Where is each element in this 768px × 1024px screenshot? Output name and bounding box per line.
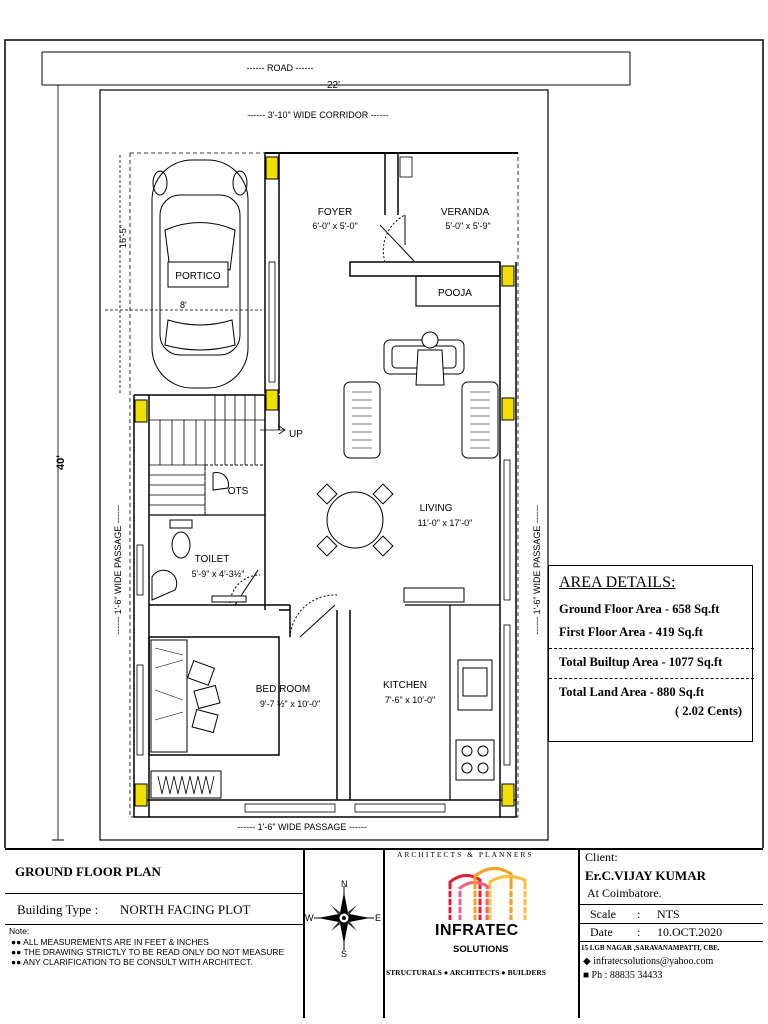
room-label-veranda: VERANDA [441,207,490,218]
right-passage-label: ------ 1'-6" WIDE PASSAGE ------ [532,505,542,635]
client-location: At Coimbatore. [587,886,662,900]
window [501,397,515,421]
room-dim-bedroom: 9'-7 ½" x 10'-0" [260,699,320,709]
room-label-portico: PORTICO [175,271,221,282]
note-item: ●● ALL MEASUREMENTS ARE IN FEET & INCHES [11,937,209,947]
compass-w: W [305,913,314,923]
client-name: Er.C.VIJAY KUMAR [585,868,706,883]
room-label-foyer: FOYER [318,207,352,218]
firm-tagline: ARCHITECTS & PLANNERS [397,850,534,859]
building-type-value: NORTH FACING PLOT [120,902,251,917]
bed [150,639,221,753]
scale-label: Scale [590,907,616,921]
email-line: ◆ infratecsolutions@yahoo.com [583,956,713,967]
divider [549,648,754,649]
firm-logo-icon [445,867,535,920]
compass-s: S [341,949,347,958]
portico-dim-v: 16'-5" [118,225,128,248]
stair-up-label: UP [289,429,303,440]
staircase [149,395,286,515]
corridor-label: ------ 3'-10" WIDE CORRIDOR ------ [247,110,388,120]
window [265,156,279,180]
room-dim-kitchen: 7'-6" x 10'-0" [385,695,435,705]
firm-sub: SOLUTIONS [453,944,509,955]
dining-table [316,483,394,557]
left-passage-label: ------ 1'-6" WIDE PASSAGE ------ [113,505,123,635]
bottom-passage-label: ------ 1'-6" WIDE PASSAGE ------ [237,822,367,832]
window [265,389,279,411]
doors [229,214,416,638]
note-item: ●● THE DRAWING STRICTLY TO BE READ ONLY … [11,947,285,957]
windows [134,156,515,807]
compass-rose-icon: N S E W [305,879,381,958]
width-dimension: 22' [327,80,340,91]
room-dim-living: 11'-0" x 17'-0" [418,518,473,528]
room-label-living: LIVING [420,503,453,514]
client-label: Client: [585,850,618,864]
phone: Ph : 88835 34433 [591,970,663,981]
area-details-title: AREA DETAILS: [559,574,676,591]
depth-dimension: 40' [55,455,67,470]
address: 15 LGB NAGAR ,SARAVANAMPATTI, CBE. [581,944,720,952]
firm-services: STRUCTURALS ● ARCHITECTS ● BUILDERS [386,968,546,977]
ground-floor-area: Ground Floor Area - 658 Sq.ft [559,602,720,616]
email: infratecsolutions@yahoo.com [593,956,714,967]
window [501,265,515,287]
portico-dim-h: 8' [180,300,187,310]
compass-e: E [375,913,381,923]
scale-value: NTS [657,907,680,921]
date-label: Date [590,925,613,939]
diamond-icon: ◆ [583,956,594,967]
date-sep: : [637,925,641,939]
plot-boundary [99,89,549,841]
firm-name: INFRATEC [435,922,519,939]
total-builtup-area: Total Builtup Area - 1077 Sq.ft [559,655,723,669]
wardrobe [150,770,222,799]
kitchen-fixtures [403,587,495,781]
window [134,783,148,807]
land-area-cents: ( 2.02 Cents) [674,704,742,718]
square-icon: ■ [583,970,592,981]
room-dim-toilet: 5'-9" x 4'-3½" [192,569,245,579]
plan-title: GROUND FLOOR PLAN [15,864,161,879]
area-details-box: AREA DETAILS: Ground Floor Area - 658 Sq… [548,565,754,742]
note-heading: Note: [9,926,30,936]
road: ------ ROAD ------ [41,51,631,86]
road-label: ------ ROAD ------ [247,63,314,73]
room-label-kitchen: KITCHEN [383,680,427,691]
room-label-toilet: TOILET [195,554,230,565]
note-item: ●● ANY CLARIFICATION TO BE CONSULT WITH … [11,957,253,967]
window [134,399,148,423]
compass-n: N [341,879,348,889]
floor-plan-drawing: ------ ROAD ------ 22' 40' ------ 3'-10"… [4,39,764,848]
sheet-border [4,39,764,848]
building-type-label: Building Type : [17,902,99,917]
room-label-bedroom: BED ROOM [256,684,310,695]
date-value: 10.OCT.2020 [657,925,723,939]
phone-line: ■ Ph : 88835 34433 [583,970,662,981]
room-label-ots: OTS [228,486,249,497]
room-dim-foyer: 6'-0" x 5'-0" [312,221,357,231]
first-floor-area: First Floor Area - 419 Sq.ft [559,625,703,639]
notes-list: ●● ALL MEASUREMENTS ARE IN FEET & INCHES… [11,937,301,967]
toilet-fixtures [151,472,247,603]
scale-sep: : [637,907,641,921]
room-dim-veranda: 5'-0" x 5'-9" [445,221,490,231]
divider [549,678,754,679]
window [501,783,515,807]
room-label-pooja: POOJA [438,288,472,299]
sofa-set [343,331,499,459]
total-land-area: Total Land Area - 880 Sq.ft [559,685,705,699]
title-block: GROUND FLOOR PLAN Building Type : NORTH … [5,848,763,1018]
